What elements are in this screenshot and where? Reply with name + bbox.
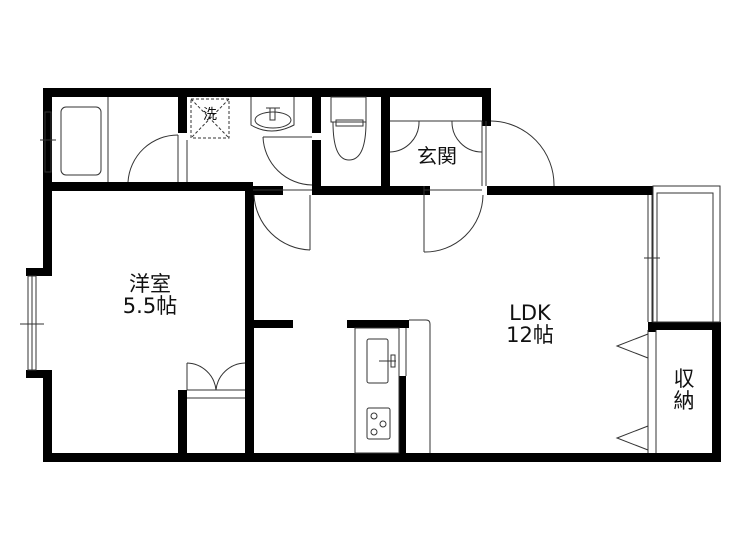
storage-label: 収 納 <box>669 368 699 412</box>
western-room-label: 洋室 5.5帖 <box>100 273 200 317</box>
ldk-name: LDK <box>509 301 551 325</box>
thin-lines <box>20 96 721 454</box>
washer-label: 洗 <box>203 107 217 123</box>
western-room-name: 洋室 <box>129 272 171 296</box>
western-room-size: 5.5帖 <box>122 294 178 319</box>
storage-char-2: 納 <box>673 389 695 414</box>
ldk-label: LDK 12帖 <box>480 302 580 346</box>
walls <box>26 88 721 462</box>
storage-char-1: 収 <box>673 367 695 391</box>
entrance-label: 玄関 <box>417 144 457 168</box>
ldk-size: 12帖 <box>506 323 554 348</box>
